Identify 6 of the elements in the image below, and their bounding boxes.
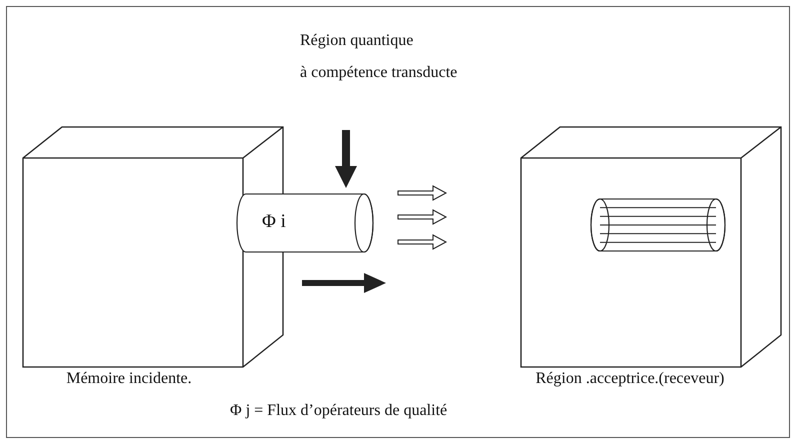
node-label: Région .acceptrice.(receveur) [536,370,724,388]
node-label: Mémoire incidente. [66,370,192,388]
legend-text: Φ j = Flux d’opérateurs de qualité [230,402,448,420]
annotation: Région quantique [300,32,414,50]
annotation: à compétence transducte [300,64,458,82]
symbol-label: Φ i [262,211,286,233]
